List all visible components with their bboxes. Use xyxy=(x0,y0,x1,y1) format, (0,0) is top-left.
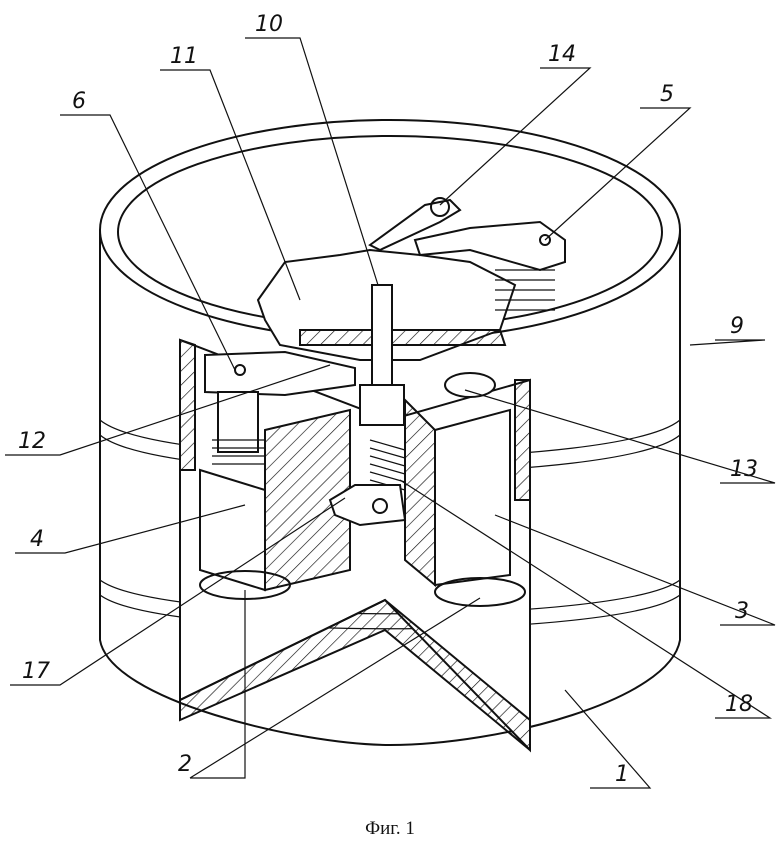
label-14: 14 xyxy=(548,44,576,66)
label-9: 9 xyxy=(730,316,744,338)
label-5: 5 xyxy=(660,84,674,106)
figure-caption: Фиг. 1 xyxy=(0,818,780,840)
label-2: 2 xyxy=(178,754,192,776)
label-12: 12 xyxy=(18,431,46,453)
label-13: 13 xyxy=(730,459,758,481)
label-1: 1 xyxy=(615,764,629,786)
label-11: 11 xyxy=(170,46,198,68)
label-18: 18 xyxy=(725,694,753,716)
label-6: 6 xyxy=(72,91,86,113)
label-3: 3 xyxy=(735,601,749,623)
label-10: 10 xyxy=(255,14,283,36)
label-4: 4 xyxy=(30,529,44,551)
label-17: 17 xyxy=(22,661,50,683)
